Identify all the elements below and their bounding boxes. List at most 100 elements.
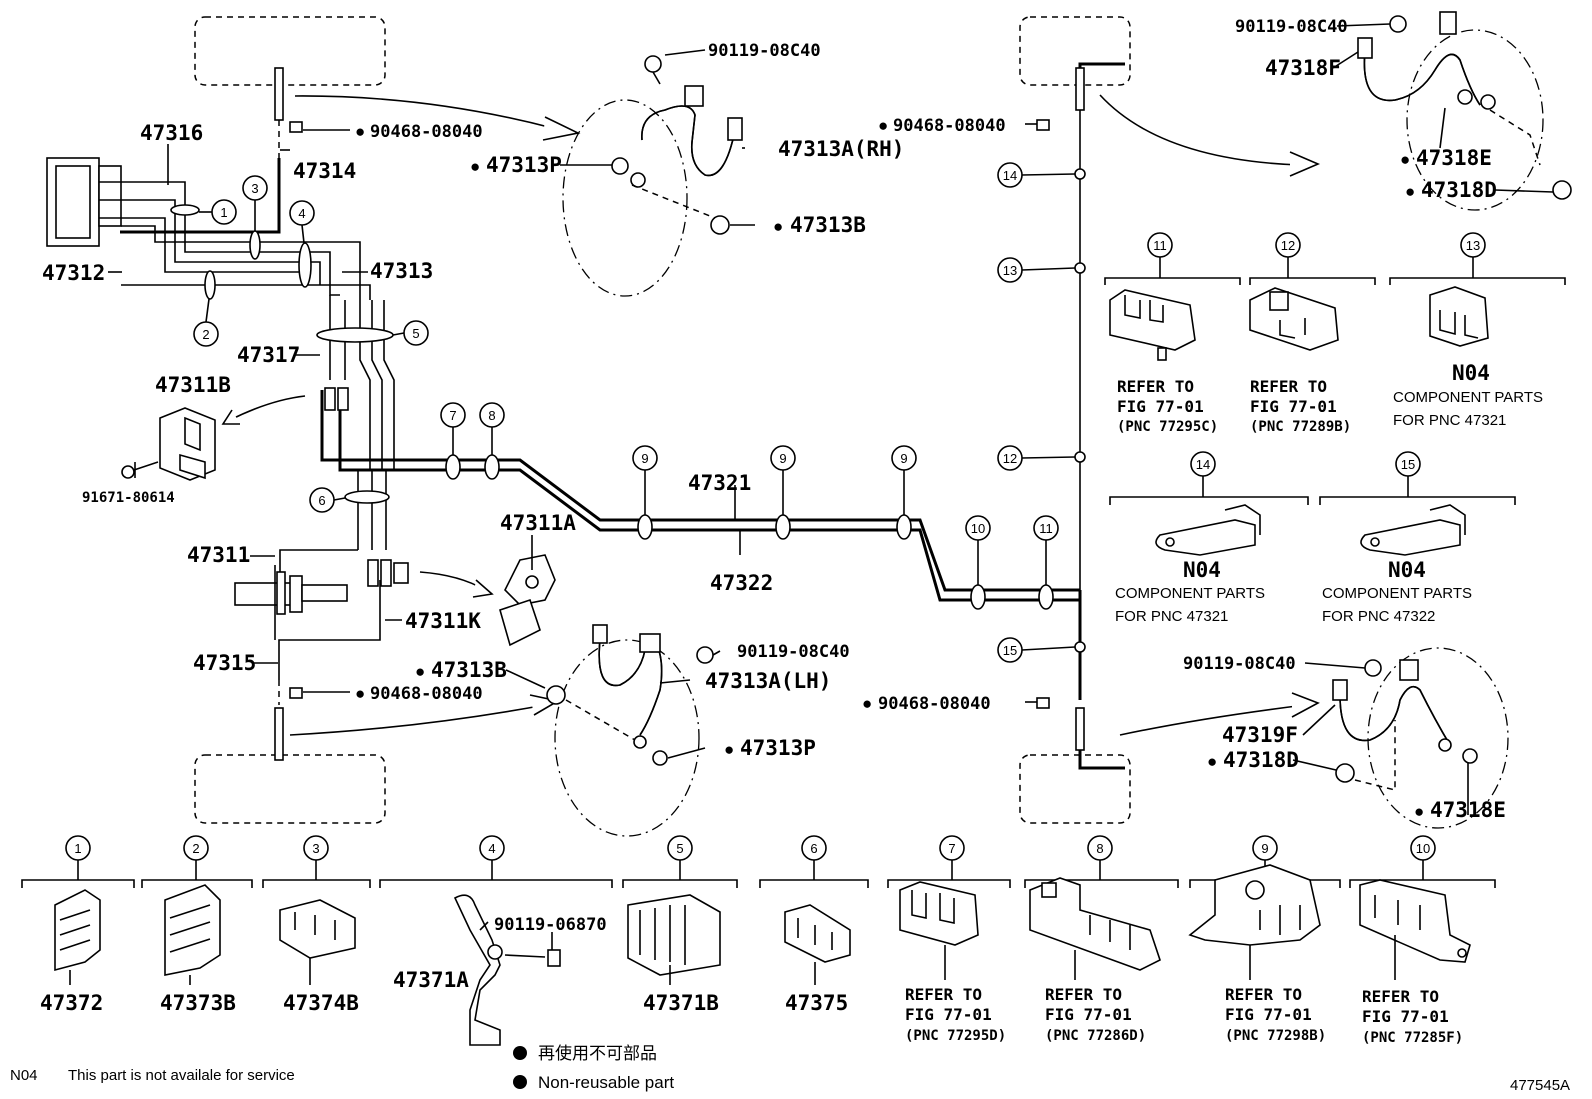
- plug-top-right-bullet: ●: [878, 116, 888, 135]
- bottom9-pnc: (PNC 77298B): [1225, 1028, 1326, 1044]
- clip-rh-bullet: ●: [470, 157, 480, 176]
- bottom7-ref2: FIG 77-01: [905, 1005, 992, 1024]
- label-47319F: 47319F: [1222, 723, 1298, 747]
- bottom-callout-7-text: 7: [948, 841, 955, 856]
- 47318E-bot-bullet: ●: [1414, 802, 1424, 821]
- figure-id: 477545A: [1510, 1077, 1570, 1094]
- label-bolt-b-lh: 47313B: [431, 658, 507, 682]
- label-47314: 47314: [293, 159, 356, 183]
- clip14-line2: FOR PNC 47321: [1115, 608, 1228, 625]
- plugs: [289, 119, 1050, 709]
- line-clamps: [170, 168, 1086, 653]
- label-47311K: 47311K: [405, 609, 481, 633]
- proportioning-valve-47311: [234, 565, 348, 640]
- bottom8-pnc: (PNC 77286D): [1045, 1028, 1146, 1044]
- label-47318E-bot: 47318E: [1430, 798, 1506, 822]
- clip-lh-bullet: ●: [724, 740, 734, 759]
- bolt-b-rh-bullet: ●: [773, 217, 783, 236]
- label-47311A: 47311A: [500, 511, 576, 535]
- right-clip-illustrations: [1109, 286, 1489, 556]
- plug-top-left-bullet: ●: [355, 122, 365, 141]
- clip13-line2: FOR PNC 47321: [1393, 412, 1506, 429]
- label-47322: 47322: [710, 571, 773, 595]
- label-47312: 47312: [42, 261, 105, 285]
- footer-note: This part is not availale for service: [68, 1067, 295, 1084]
- callout-9b-text: 9: [779, 451, 786, 466]
- bottom-part-47375: 47375: [785, 991, 848, 1015]
- right-callout-11-text: 11: [1153, 238, 1167, 253]
- clip12-ref1: REFER TO: [1250, 377, 1327, 396]
- rear-vertical-line: [1075, 62, 1125, 770]
- legend-bullet-jp: [513, 1046, 527, 1060]
- label-plug-top-right: 90468-08040: [893, 116, 1006, 136]
- 47318E-top-bullet: ●: [1400, 150, 1410, 169]
- label-47317: 47317: [237, 343, 300, 367]
- label-47313: 47313: [370, 259, 433, 283]
- callout-9c-text: 9: [900, 451, 907, 466]
- callout-3-text: 3: [251, 181, 258, 196]
- footer: N04 This part is not availale for servic…: [10, 1067, 1570, 1094]
- label-plug-bottom-right: 90468-08040: [878, 694, 991, 714]
- bottom10-ref2: FIG 77-01: [1362, 1007, 1449, 1026]
- legend-jp: 再使用不可部品: [538, 1043, 657, 1063]
- plug-bottom-right: [1036, 697, 1050, 709]
- label-47318D-bot: 47318D: [1223, 748, 1299, 772]
- callout-2-text: 2: [202, 327, 209, 342]
- callout-4-text: 4: [298, 206, 305, 221]
- bottom7-pnc: (PNC 77295D): [905, 1028, 1006, 1044]
- label-47318F: 47318F: [1265, 56, 1341, 80]
- label-91671-80614: 91671-80614: [82, 490, 175, 506]
- rear-right-top-wheel-box: [1019, 16, 1131, 86]
- clip15-line1: COMPONENT PARTS: [1322, 585, 1472, 602]
- bottom8-ref1: REFER TO: [1045, 985, 1122, 1004]
- front-rh-hose: [611, 55, 743, 235]
- callout-1-text: 1: [220, 205, 227, 220]
- bottom10-pnc: (PNC 77285F): [1362, 1030, 1463, 1046]
- label-clip-rh: 47313P: [486, 153, 562, 177]
- callout-6-text: 6: [318, 493, 325, 508]
- rear-right-bottom-wheel-box: [1019, 754, 1131, 824]
- label-bolt-b-rh: 47313B: [790, 213, 866, 237]
- label-47311B: 47311B: [155, 373, 231, 397]
- bracket-47311A: [499, 554, 556, 647]
- label-clip-lh: 47313P: [740, 736, 816, 760]
- footer-code: N04: [10, 1067, 38, 1084]
- clip11-ref2: FIG 77-01: [1117, 397, 1204, 416]
- bottom-clip-text: 47372 47373B 47374B 47371B 47375 REFER T…: [40, 985, 1463, 1046]
- bottom-callout-3-text: 3: [312, 841, 319, 856]
- detail-circles: [554, 29, 1544, 837]
- bottom-callout-9-text: 9: [1261, 841, 1268, 856]
- bottom-callout-2-text: 2: [192, 841, 199, 856]
- bottom9-ref2: FIG 77-01: [1225, 1005, 1312, 1024]
- plug-top-right: [1036, 119, 1050, 131]
- bottom-callout-8-text: 8: [1096, 841, 1103, 856]
- legend: 再使用不可部品 Non-reusable part: [513, 1043, 674, 1092]
- label-bolt-rr-bot: 90119-08C40: [1183, 654, 1296, 674]
- front-left-bottom-wheel-box: [194, 754, 386, 824]
- callout-10-text: 10: [971, 521, 985, 536]
- label-47315: 47315: [193, 651, 256, 675]
- plug-top-left: [289, 121, 303, 133]
- master-cylinder-unit: [46, 157, 122, 247]
- clip15-line2: FOR PNC 47322: [1322, 608, 1435, 625]
- callout-numbers: 1 2 3 4 5 6 7 8 9 9 9 10 11 12 13 14 15 …: [74, 168, 1480, 856]
- plug-bottom-left: [289, 687, 303, 699]
- right-callout-15-text: 15: [1401, 457, 1415, 472]
- right-callout-14-text: 14: [1196, 457, 1210, 472]
- plug-bottom-right-bullet: ●: [862, 694, 872, 713]
- joints: [321, 387, 409, 587]
- legend-bullet-en: [513, 1075, 527, 1089]
- bottom-part-47373B: 47373B: [160, 991, 236, 1015]
- label-47371A: 47371A: [393, 968, 469, 992]
- bottom8-ref2: FIG 77-01: [1045, 1005, 1132, 1024]
- bottom-part-47371B: 47371B: [643, 991, 719, 1015]
- bottom10-ref1: REFER TO: [1362, 987, 1439, 1006]
- clip11-ref1: REFER TO: [1117, 377, 1194, 396]
- clip14-line1: COMPONENT PARTS: [1115, 585, 1265, 602]
- bottom-callout-6-text: 6: [810, 841, 817, 856]
- clip13-line1: COMPONENT PARTS: [1393, 389, 1543, 406]
- label-47321: 47321: [688, 471, 751, 495]
- callout-13-text: 13: [1003, 263, 1017, 278]
- label-hose-rh: 47313A(RH): [778, 137, 904, 161]
